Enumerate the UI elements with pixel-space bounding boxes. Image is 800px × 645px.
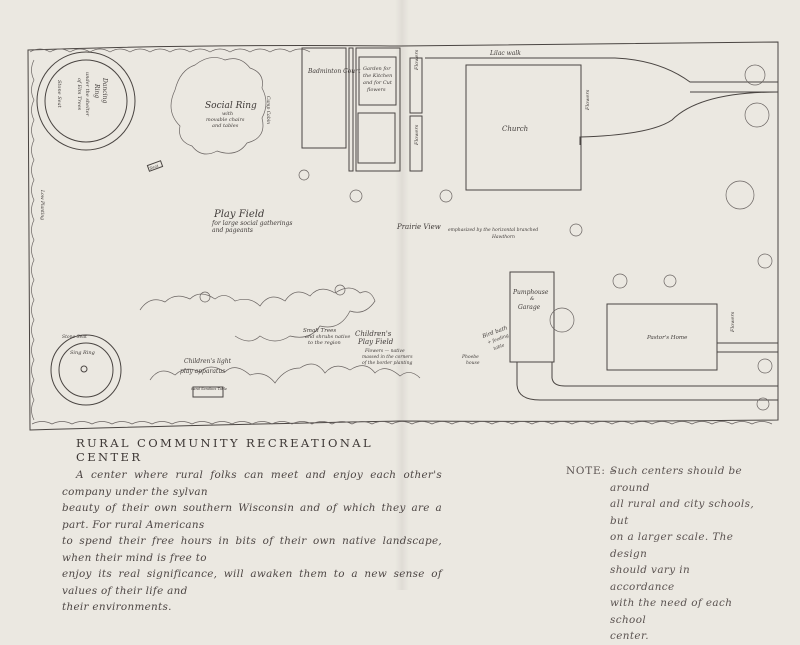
label-dancing-ring-2: Ring [93, 83, 100, 98]
seat-bench [146, 160, 164, 172]
label-childrens-play-field-5: of the border planting [362, 360, 413, 366]
caption-line: A center where rural folks can meet and … [62, 469, 442, 498]
label-church: Church [502, 125, 528, 133]
figure-caption: RURAL COMMUNITY RECREATIONAL CENTER A ce… [62, 436, 442, 616]
path-strip [348, 47, 354, 172]
tree-band-lower [149, 363, 421, 384]
design-note: NOTE: – Such centers should be around al… [566, 463, 756, 645]
label-play-field-2: for large social gatherings [211, 220, 292, 227]
label-pumphouse: Pumphouse [512, 289, 549, 296]
label-stone-seat-bottom: Stone Seat [62, 334, 87, 340]
sing-ring-outer [50, 334, 122, 406]
label-small-trees: Small Trees [303, 328, 336, 334]
label-flowers-1: Flowers [414, 49, 420, 71]
label-childrens-play-field: Children's [355, 330, 392, 338]
label-camp-cabin: Camp Cabin [265, 96, 271, 124]
label-pumphouse-3: Garage [518, 304, 541, 311]
label-pastors-home: Pastor's Home [646, 335, 688, 341]
social-ring-trees [170, 57, 267, 155]
note-line: with the need of each school [610, 597, 733, 626]
label-garden-2: the Kitchen [363, 73, 392, 79]
hedge-top [29, 48, 311, 53]
label-flowers-3: Flowers [585, 89, 591, 111]
caption-line: beauty of their own southern Wisconsin a… [62, 502, 442, 531]
label-social-ring: Social Ring [205, 101, 257, 111]
label-stone-seat-top: Stone Seat [56, 80, 62, 109]
scattered-trees [199, 64, 773, 411]
caption-title: RURAL COMMUNITY RECREATIONAL CENTER [76, 436, 374, 464]
label-low-planting: Low Planting [39, 189, 45, 220]
church-building [465, 64, 582, 191]
label-childrens-play-field-3: Flowers — native [364, 348, 405, 354]
plan-border [27, 41, 779, 431]
church-drive [425, 57, 779, 145]
label-play-field: Play Field [213, 209, 264, 220]
pumphouse-garage [509, 271, 555, 363]
label-small-trees-3: to the region [308, 340, 341, 346]
flower-circle [549, 307, 575, 333]
sand-table [192, 386, 224, 398]
dancing-ring-outer [36, 51, 136, 151]
label-lilac-walk: Lilac walk [489, 50, 521, 57]
label-childrens-play-field-4: massed in the corners [362, 354, 413, 360]
label-play-field-3: and pageants [212, 227, 253, 234]
note-line: center. [610, 630, 649, 642]
label-social-ring-2: with [222, 111, 233, 117]
label-garden-3: and for Cut [363, 80, 393, 86]
label-dancing-ring: Dancing [101, 77, 108, 103]
label-prairie-view: Prairie View [396, 223, 441, 231]
sing-ring-inner [58, 342, 114, 398]
label-bird-bath-3: table [493, 342, 506, 352]
label-prairie-note-2: Hawthorn [491, 234, 515, 240]
hedge-left [31, 59, 35, 421]
label-prairie-note: emphasized by the horizontal branched [448, 227, 538, 233]
garden-block [355, 47, 401, 172]
label-social-ring-4: and tables [212, 123, 239, 129]
label-light-play-apparatus-2: play apparatus [180, 368, 225, 375]
flower-bed-2 [409, 115, 423, 172]
label-badminton-court: Badminton Court [307, 68, 361, 75]
book-gutter [395, 0, 409, 590]
flower-bed-1 [409, 57, 423, 114]
label-seat: Seat [149, 163, 160, 171]
note-line: all rural and city schools, but [610, 498, 755, 527]
site-plan-drawing: Dancing Ring under the shelter of Elm Tr… [27, 41, 779, 431]
label-pumphouse-2: & [530, 296, 535, 302]
label-phoebe-house: Phoebe [461, 354, 479, 360]
caption-line: enjoy its real significance, will awaken… [62, 568, 442, 597]
note-label: NOTE: – [566, 465, 616, 477]
label-dancing-ring-3: under the shelter [84, 72, 90, 117]
sing-ring-center-tree [80, 365, 88, 373]
label-childrens-play-field-2: Play Field [357, 338, 394, 346]
label-garden: Garden for [363, 66, 391, 72]
caption-line: to spend their free hours in bits of the… [62, 535, 442, 564]
label-garden-4: flowers [366, 87, 386, 93]
label-sand-table: Sand Sandbox Table [191, 387, 227, 391]
pastors-home [606, 303, 718, 371]
label-sing-ring: Sing Ring [70, 350, 95, 356]
dancing-ring-inner [44, 59, 128, 143]
label-social-ring-3: movable chairs [206, 117, 245, 123]
label-phoebe-house-2: house [466, 360, 480, 366]
garden-bed [357, 112, 396, 164]
note-line: Such centers should be around [610, 465, 743, 494]
note-line: on a larger scale. The design [610, 531, 734, 560]
badminton-court [301, 47, 347, 149]
note-line: should vary in accordance [610, 564, 691, 593]
label-light-play-apparatus: Children's light [184, 358, 232, 365]
garden-kitchen [358, 56, 397, 106]
caption-line: their environments. [62, 601, 172, 613]
hedge-bottom [31, 421, 773, 425]
label-small-trees-2: and shrubs native [305, 334, 350, 340]
label-flowers-2: Flowers [414, 124, 420, 146]
home-driveway [516, 342, 778, 401]
label-dancing-ring-4: of Elm Trees [76, 78, 82, 111]
label-flowers-4: Flowers [730, 311, 736, 333]
